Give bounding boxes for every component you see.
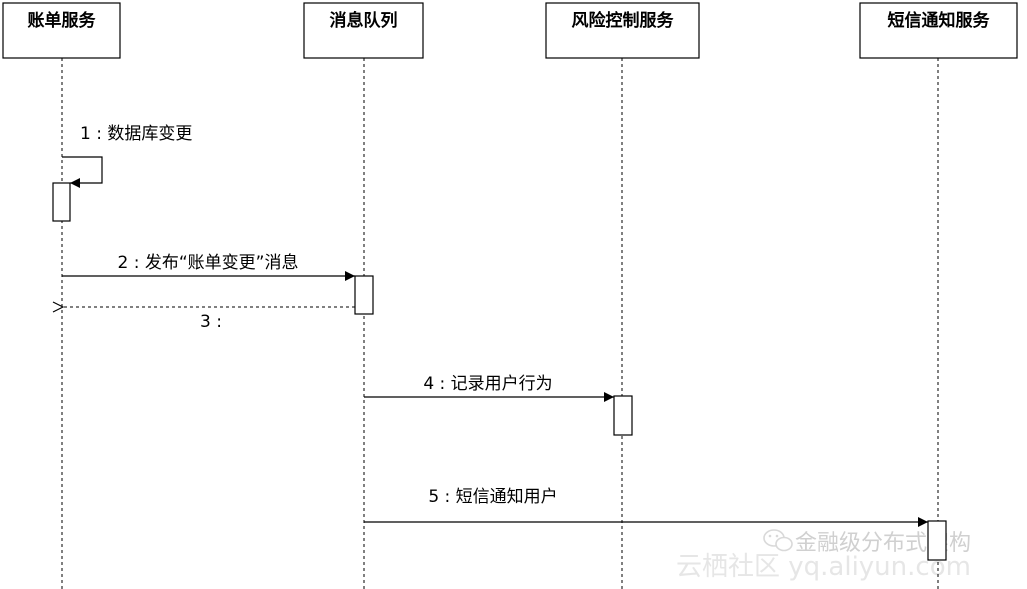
participant-risk-label: 风险控制服务 bbox=[572, 10, 675, 31]
activations bbox=[52, 182, 947, 561]
message-4-label: 4 : 记录用户行为 bbox=[423, 374, 552, 394]
participant-billing: 账单服务 bbox=[2, 2, 121, 59]
message-3: 3 : bbox=[63, 307, 355, 332]
participant-sms-label: 短信通知服务 bbox=[888, 10, 991, 31]
message-3-label: 3 : bbox=[200, 312, 222, 332]
activation-mq bbox=[354, 275, 374, 315]
message-1: 1 : 数据库变更 bbox=[62, 124, 192, 188]
message-4: 4 : 记录用户行为 bbox=[364, 374, 614, 402]
activation-sms bbox=[927, 520, 947, 561]
participant-billing-label: 账单服务 bbox=[28, 10, 97, 31]
message-5: 5 : 短信通知用户 bbox=[364, 487, 928, 527]
wechat-logo-icon bbox=[763, 529, 793, 552]
lifelines bbox=[61, 58, 939, 589]
message-2-label: 2 : 发布“账单变更”消息 bbox=[118, 253, 299, 273]
participant-mq-label: 消息队列 bbox=[330, 10, 398, 31]
message-1-label: 1 : 数据库变更 bbox=[80, 124, 192, 144]
participant-risk: 风险控制服务 bbox=[545, 2, 700, 59]
message-5-label: 5 : 短信通知用户 bbox=[428, 487, 557, 507]
watermark: 金融级分布式架构 云栖社区 yq.aliyun.com bbox=[676, 529, 971, 582]
participant-sms: 短信通知服务 bbox=[859, 2, 1018, 59]
activation-billing bbox=[52, 182, 71, 222]
activation-risk bbox=[613, 395, 633, 436]
message-1-arrow bbox=[62, 156, 103, 188]
message-2: 2 : 发布“账单变更”消息 bbox=[62, 253, 355, 281]
watermark-site-text: 云栖社区 yq.aliyun.com bbox=[676, 552, 971, 582]
participant-mq: 消息队列 bbox=[303, 2, 424, 59]
